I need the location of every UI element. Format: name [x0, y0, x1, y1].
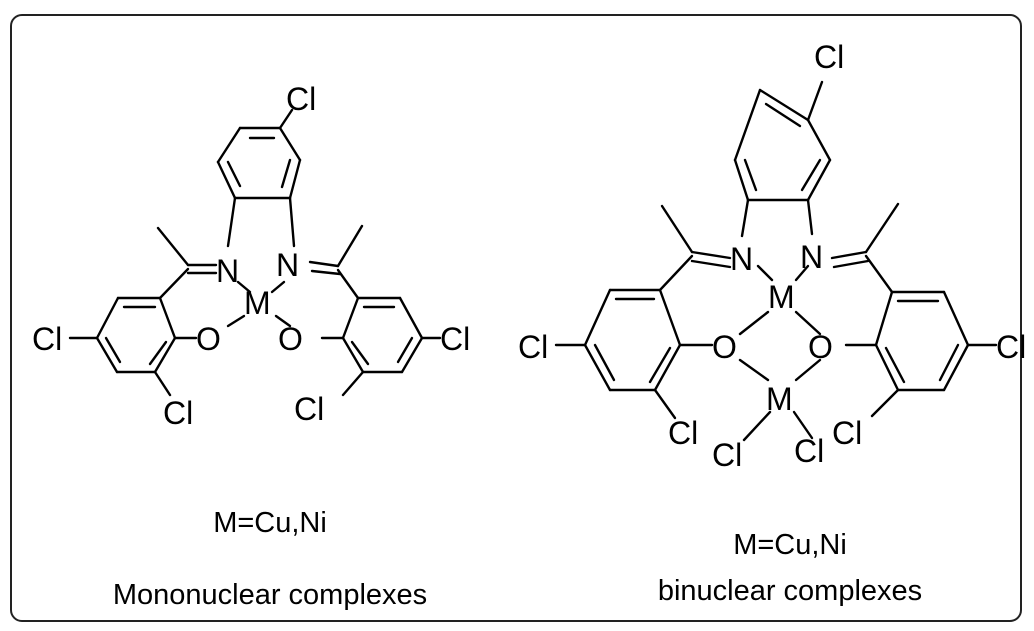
bi-cl-top: Cl — [814, 39, 844, 75]
bi-n-right: N — [800, 239, 823, 275]
bi-cl-metal-right: Cl — [794, 433, 824, 469]
mono-cl-left: Cl — [32, 321, 62, 357]
bi-right-phenol-ring — [844, 290, 998, 418]
mono-metal: M — [244, 285, 271, 321]
mono-n-left: N — [216, 253, 239, 289]
bi-cl-phenol-left: Cl — [668, 415, 698, 451]
mono-o-right: O — [278, 321, 303, 357]
bi-metal-top: M — [768, 279, 795, 315]
bi-cl-right: Cl — [996, 329, 1026, 365]
mononuclear-structure: Cl N N M O O Cl Cl Cl Cl — [32, 81, 470, 431]
mono-phenylene-ring — [216, 108, 302, 200]
mono-n-right: N — [276, 247, 299, 283]
bi-o-left: O — [712, 329, 737, 365]
mono-left-phenol-ring — [68, 296, 198, 397]
bi-metal-line: M=Cu,Ni — [733, 529, 847, 561]
mono-metal-line: M=Cu,Ni — [213, 507, 327, 539]
mono-o-left: O — [196, 321, 221, 357]
bi-metal-bottom: M — [766, 381, 793, 417]
binuclear-structure: Cl N N M O O M Cl Cl Cl Cl Cl Cl — [518, 39, 1026, 473]
figure-frame — [10, 14, 1022, 622]
bi-left-phenol-ring — [554, 288, 714, 420]
mono-cl-right: Cl — [440, 321, 470, 357]
mono-cl-top: Cl — [286, 81, 316, 117]
mono-right-phenol-ring — [320, 296, 442, 397]
mono-cl-bottom-right: Cl — [294, 391, 324, 427]
mono-cl-bottom-left: Cl — [163, 395, 193, 431]
bi-n-left: N — [730, 241, 753, 277]
mono-caption: Mononuclear complexes — [113, 579, 427, 611]
bi-cl-phenol-right: Cl — [832, 415, 862, 451]
bi-cl-metal-left: Cl — [712, 437, 742, 473]
bi-phenylene-ring — [733, 80, 832, 202]
bi-caption: binuclear complexes — [658, 575, 922, 607]
bi-cl-left: Cl — [518, 329, 548, 365]
bi-o-right: O — [808, 329, 833, 365]
